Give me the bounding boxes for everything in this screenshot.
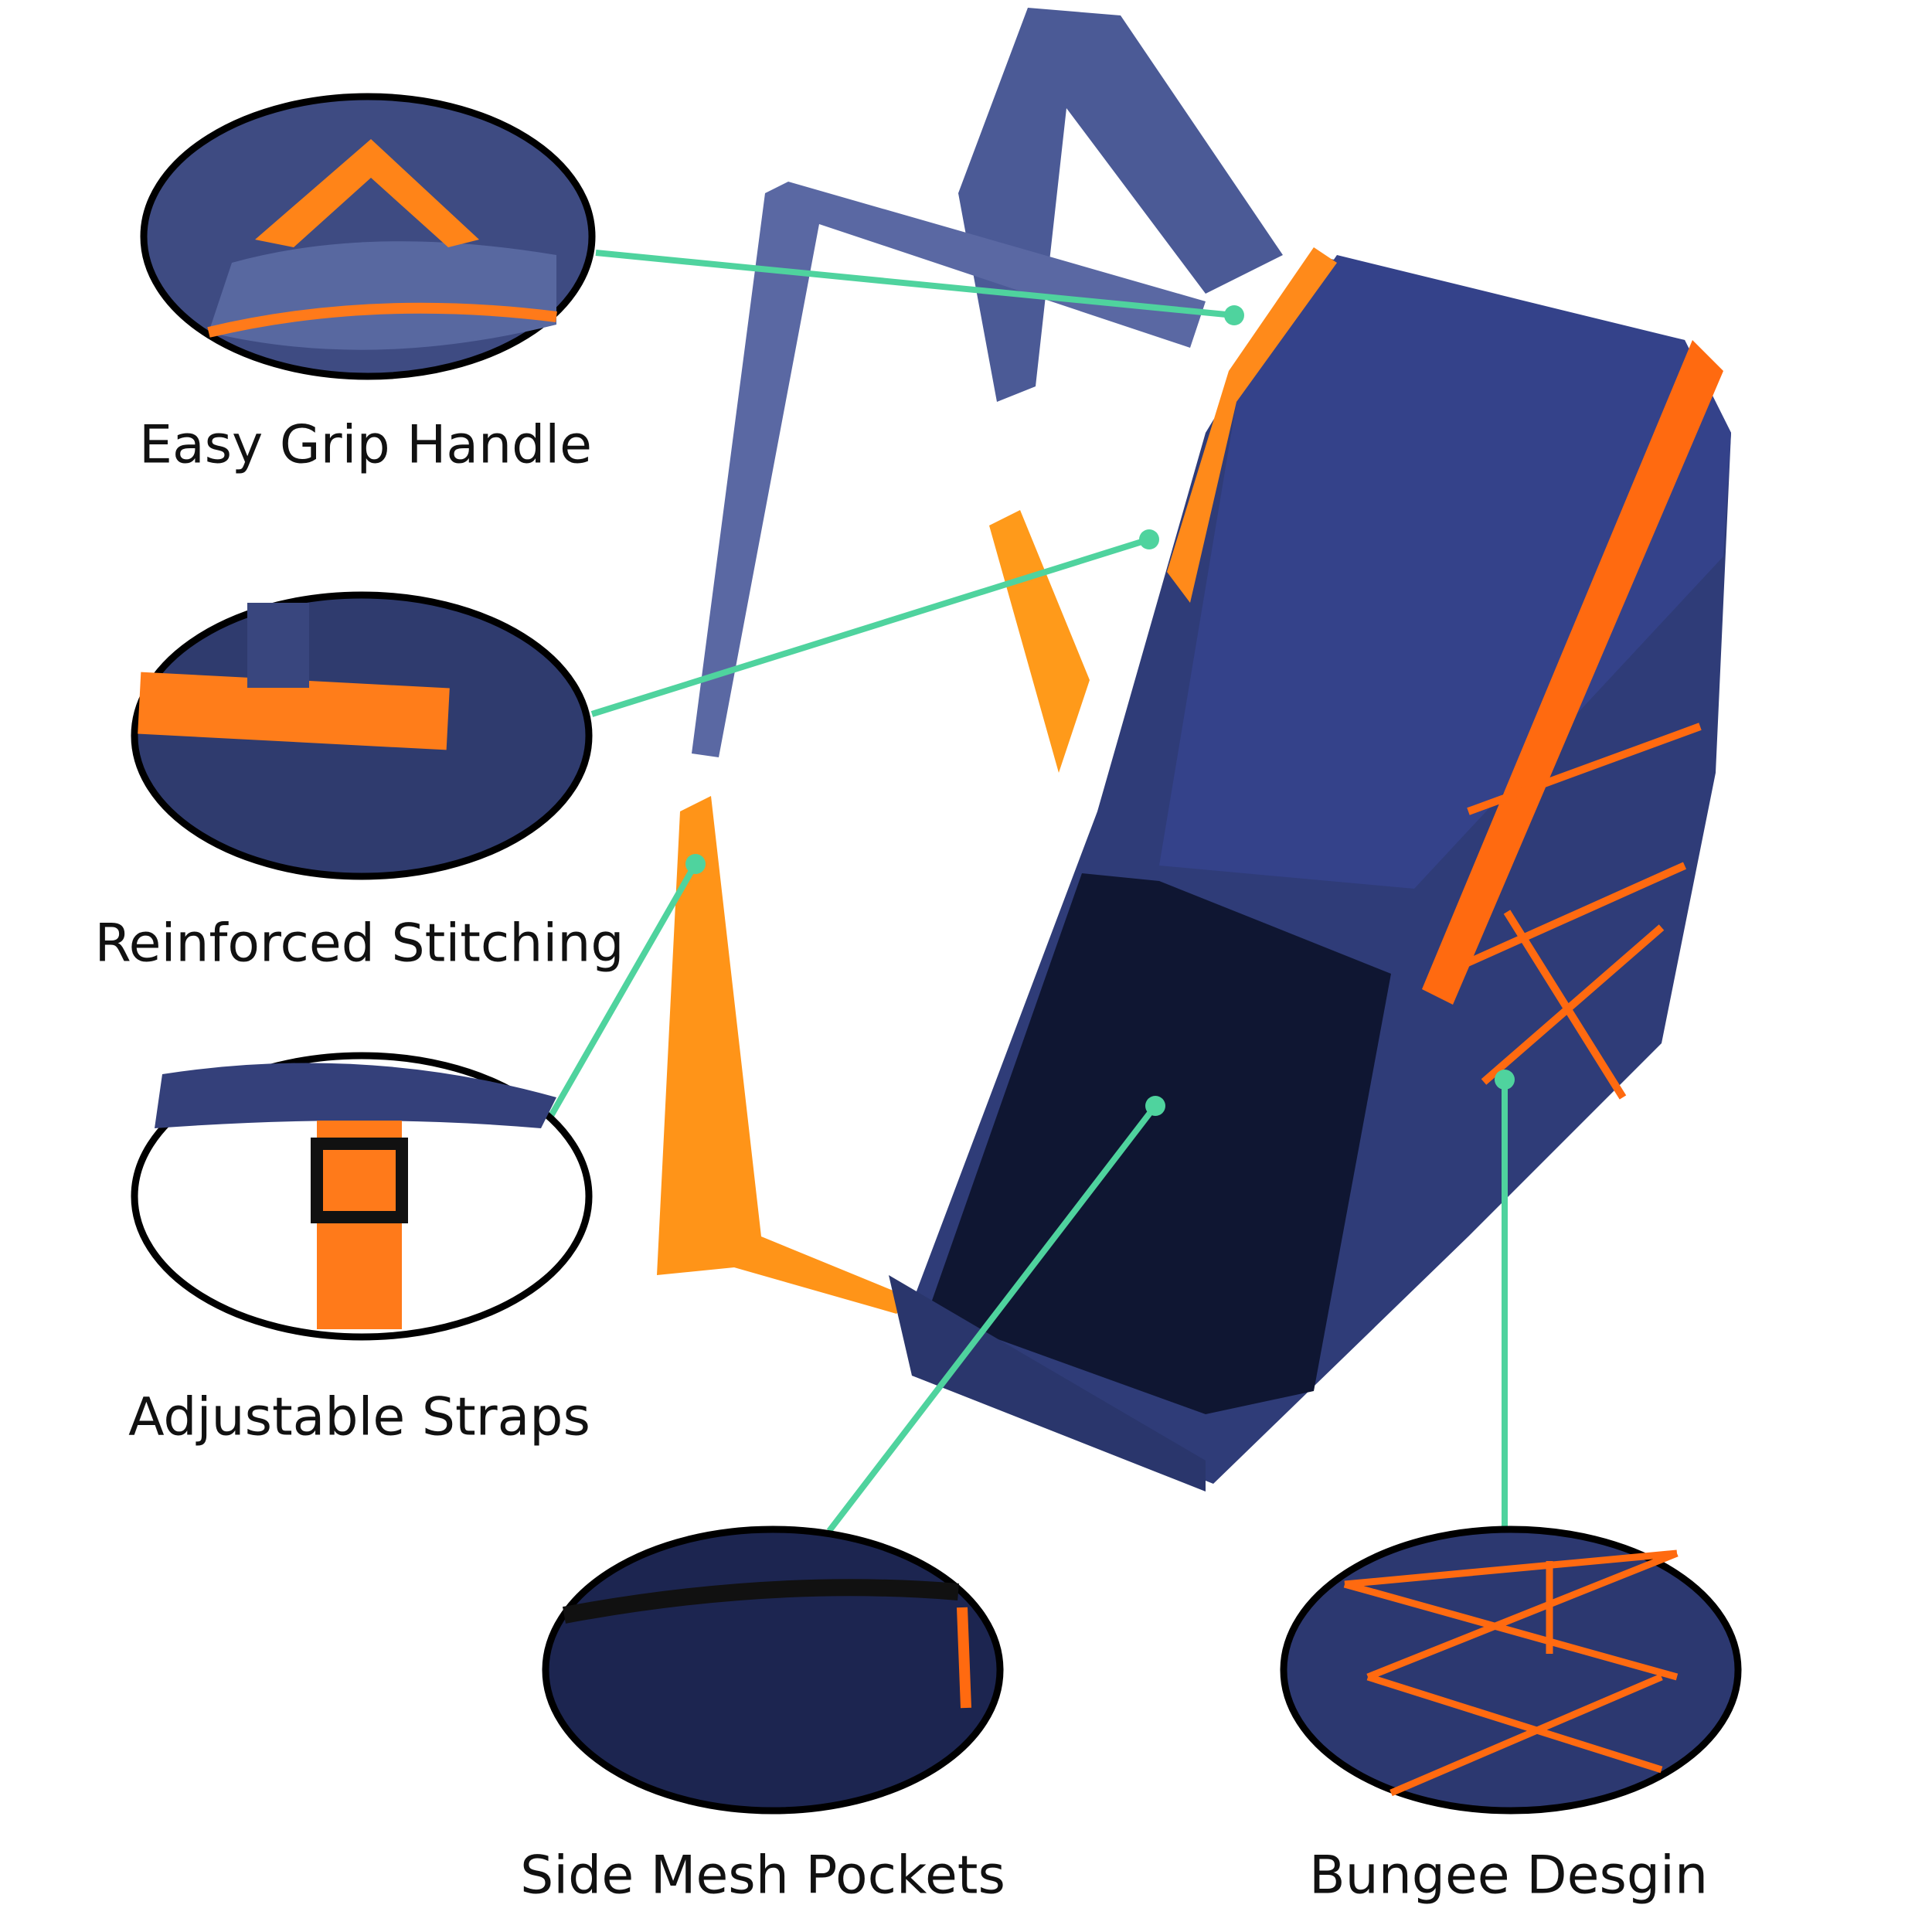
detail-stitching (131, 591, 593, 880)
callout-line-mesh (826, 1104, 1158, 1533)
feature-label-stitching: Reinforced Stitching (94, 913, 624, 975)
callout-dot-grip-handle (1224, 305, 1244, 325)
feature-label-bungee: Bungee Desgin (1308, 1845, 1709, 1906)
callout-dot-stitching (1139, 529, 1159, 549)
detail-grip-handle (140, 93, 596, 380)
callout-dot-bungee (1495, 1070, 1515, 1090)
feature-label-grip-handle: Easy Grip Handle (138, 414, 593, 476)
feature-label-mesh-pockets: Side Mesh Pockets (520, 1845, 1005, 1906)
callout-lines (548, 250, 1515, 1533)
callout-line-stitching (590, 536, 1151, 717)
feature-label-straps: Adjustable Straps (128, 1386, 590, 1448)
callout-line-straps (548, 862, 699, 1117)
detail-bungee (1280, 1526, 1742, 1815)
callout-dot-straps (685, 854, 706, 874)
detail-straps (131, 1052, 593, 1341)
detail-mesh-pocket (542, 1526, 1004, 1815)
callout-line-grip-handle (595, 250, 1235, 318)
backpack-image (657, 8, 1731, 1492)
callout-dot-mesh (1145, 1096, 1165, 1116)
